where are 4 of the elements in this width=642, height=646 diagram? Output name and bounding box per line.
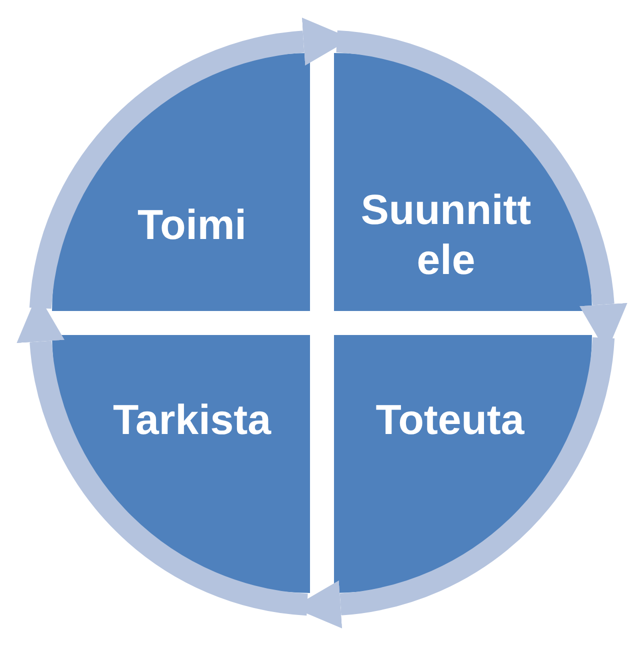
segment-label: Tarkista (112, 395, 272, 445)
segment-label: Suunnittele (360, 185, 532, 285)
segment-label: Toimi (136, 200, 248, 250)
segment-label: Toteuta (374, 395, 526, 445)
